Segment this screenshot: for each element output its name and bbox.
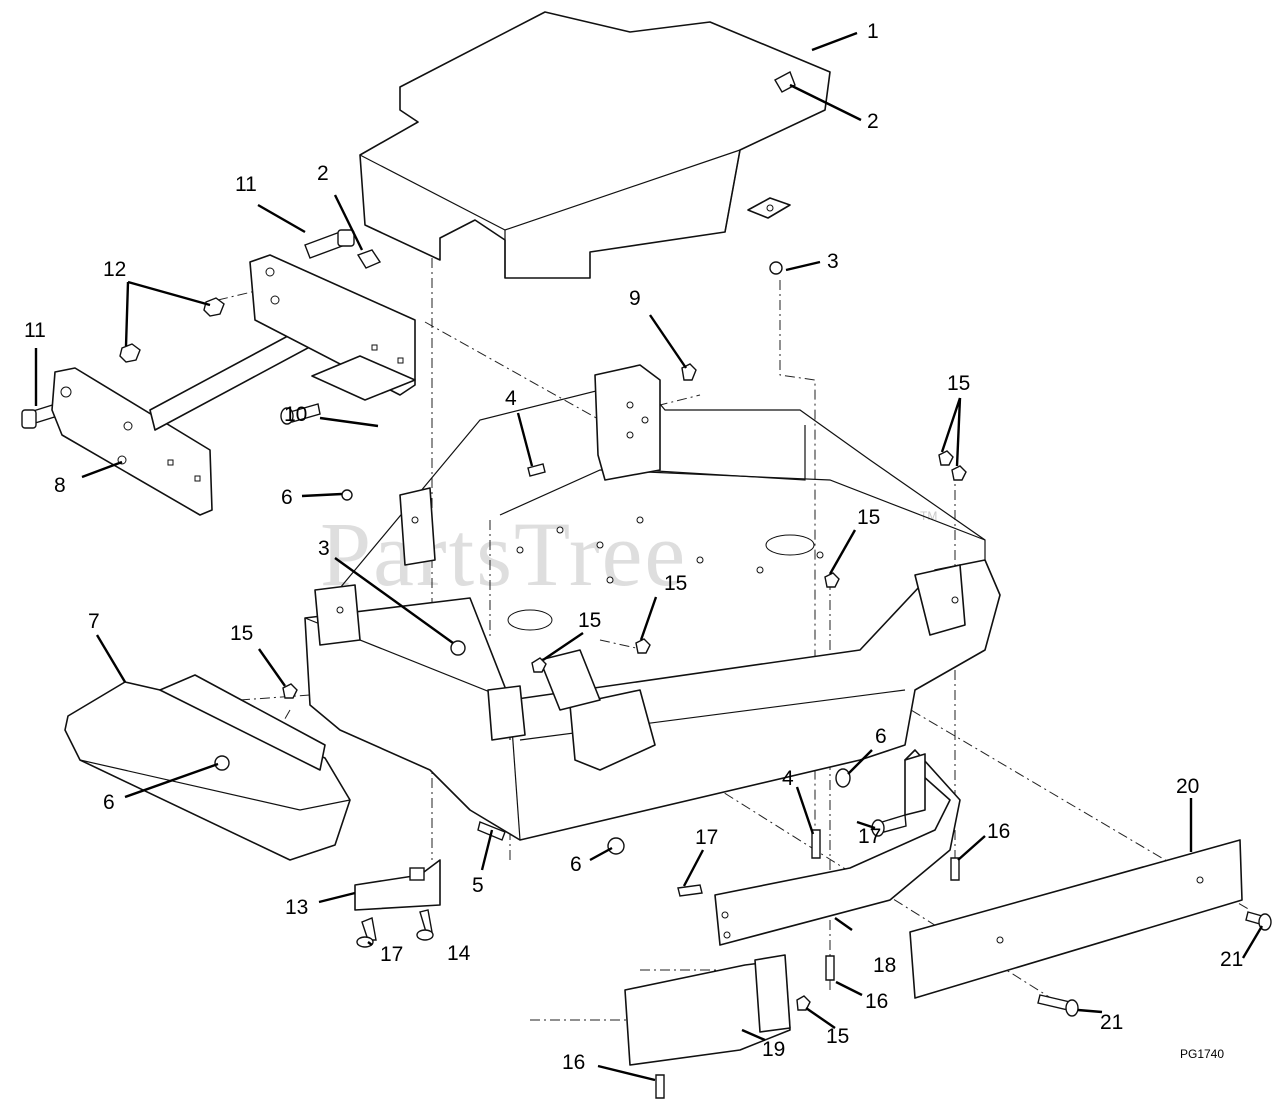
callout-6: 6 [570, 853, 582, 876]
callout-labels: 1 2 2 3 3 4 4 5 6 6 6 6 7 8 9 10 11 11 1… [24, 20, 1243, 1074]
belt-cover [359, 11, 831, 279]
callout-11: 11 [235, 173, 257, 196]
callout-2: 2 [317, 162, 329, 185]
callout-20: 20 [1176, 775, 1199, 798]
clip-2 [356, 71, 796, 269]
mower-deck [304, 364, 1001, 841]
callout-9: 9 [629, 287, 641, 310]
callout-15: 15 [578, 609, 601, 632]
baffles [624, 749, 1243, 1066]
callout-16: 16 [562, 1051, 585, 1074]
callout-21: 21 [1220, 948, 1243, 971]
bracket-13 [354, 859, 441, 948]
callout-3: 3 [318, 537, 330, 560]
callout-13: 13 [285, 896, 308, 919]
callout-14: 14 [447, 942, 471, 965]
callout-15: 15 [947, 372, 970, 395]
callout-6: 6 [875, 725, 887, 748]
figure-id: PG1740 [1180, 1047, 1224, 1061]
callout-5: 5 [472, 874, 484, 897]
callout-2: 2 [867, 110, 879, 133]
callout-6: 6 [103, 791, 115, 814]
callout-21: 21 [1100, 1011, 1123, 1034]
callout-16: 16 [987, 820, 1010, 843]
callout-10: 10 [284, 403, 307, 426]
callout-3: 3 [827, 250, 839, 273]
callout-4: 4 [782, 767, 794, 790]
hardware [214, 261, 1272, 1099]
callout-15: 15 [230, 622, 253, 645]
callout-16: 16 [865, 990, 888, 1013]
callout-17: 17 [695, 826, 718, 849]
watermark: PartsTree [320, 503, 687, 605]
discharge-chute [64, 674, 351, 861]
callout-11: 11 [24, 319, 46, 342]
callout-17: 17 [380, 943, 403, 966]
leader-lines [34, 31, 1264, 1082]
callout-6: 6 [281, 486, 293, 509]
callout-4: 4 [505, 387, 517, 410]
callout-19: 19 [762, 1038, 785, 1061]
callout-12: 12 [103, 258, 126, 281]
callout-15: 15 [664, 572, 687, 595]
callout-7: 7 [88, 610, 100, 633]
callout-15: 15 [826, 1025, 849, 1048]
callout-17: 17 [858, 825, 881, 848]
callout-18: 18 [873, 954, 896, 977]
callout-8: 8 [54, 474, 66, 497]
callout-15: 15 [857, 506, 880, 529]
front-bracket [51, 254, 416, 516]
callout-1: 1 [867, 20, 879, 43]
